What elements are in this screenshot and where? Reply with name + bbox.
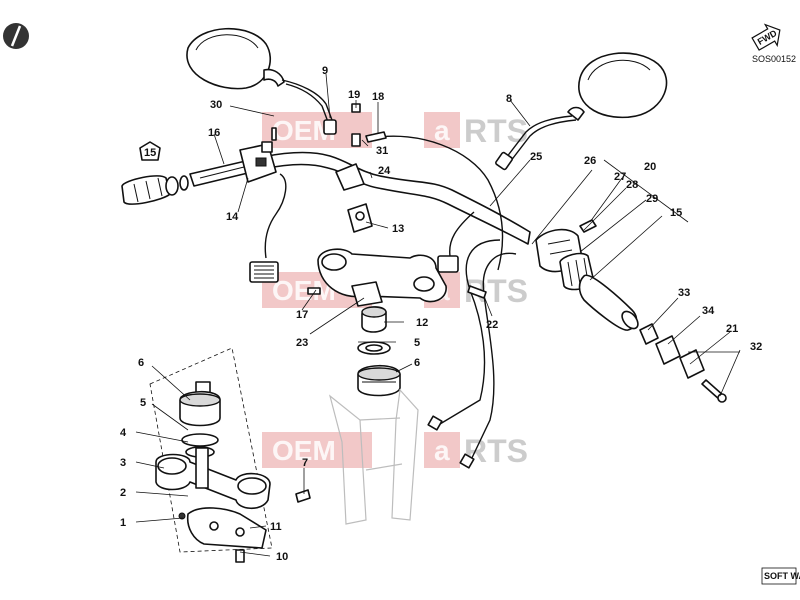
callout-6: 6 (414, 357, 420, 369)
steering-lock-plate (186, 507, 267, 549)
callout-28: 28 (626, 179, 638, 191)
callout-5: 5 (140, 397, 146, 409)
watermark-badge-text: a (434, 435, 450, 466)
softway-logo: SOFT WAY (761, 567, 800, 585)
lower-seal (181, 433, 219, 447)
callout-19: 19 (348, 89, 360, 101)
handlebar-riser-clamp (335, 163, 373, 233)
right-switch-wiring (437, 211, 475, 273)
left-switch-housing (239, 141, 287, 283)
screw (235, 549, 245, 563)
callout-10: 10 (276, 551, 288, 563)
callout-4: 4 (120, 427, 127, 439)
watermark-rts-text: RTS (464, 113, 528, 149)
callout-5: 5 (414, 337, 420, 349)
callout-33: 33 (678, 287, 690, 299)
callout-12: 12 (416, 317, 428, 329)
callout-23: 23 (296, 337, 308, 349)
callout-1: 1 (120, 517, 126, 529)
callout-32: 32 (750, 341, 762, 353)
brand-logo-icon (3, 23, 29, 49)
forward-direction-icon: FWD (751, 23, 781, 51)
callout-34: 34 (702, 305, 715, 317)
watermark-rts-text: RTS (464, 433, 528, 469)
callout-17: 17 (296, 309, 308, 321)
right-mirror (495, 52, 668, 171)
steering-bearing (357, 364, 401, 397)
dust-seal (357, 341, 391, 355)
left-grip (121, 175, 189, 205)
leader-lines (135, 73, 741, 557)
callout-30: 30 (210, 99, 222, 111)
right-grip (578, 274, 639, 331)
watermark-badge-text: a (434, 115, 450, 146)
callout-11: 11 (270, 521, 282, 533)
watermark-bottom: OEM a RTS (262, 432, 528, 469)
callout-15: 15 (670, 207, 682, 219)
bar-end-weight (639, 323, 727, 403)
callout-8: 8 (506, 93, 512, 105)
callout-22: 22 (486, 319, 498, 331)
lower-bearing (179, 381, 221, 427)
left-mirror (186, 27, 337, 135)
callout-3: 3 (120, 457, 126, 469)
callout-21: 21 (726, 323, 738, 335)
callout-27: 27 (614, 171, 626, 183)
callout-31: 31 (376, 145, 388, 157)
callout-13: 13 (392, 223, 404, 235)
callout-20: 20 (644, 161, 656, 173)
steering-damper-mount (361, 306, 387, 333)
callout-numbers: 1 2 3 4 5 5 6 6 7 8 9 10 11 12 13 14 15 … (120, 65, 762, 563)
frame-outline (328, 388, 419, 525)
bolts-upper (271, 103, 597, 503)
callout-18: 18 (372, 91, 384, 103)
softway-label: SOFT WAY (764, 571, 800, 581)
callout-2: 2 (120, 487, 126, 499)
drawing-code: SOS00152 (752, 54, 796, 64)
top-yoke (317, 248, 447, 307)
reference-badge-icon (139, 141, 161, 161)
lower-exploded-group (149, 347, 273, 563)
callout-7: 7 (302, 457, 308, 469)
callout-15: 15 (144, 147, 156, 159)
small-bolt (178, 512, 186, 520)
callout-26: 26 (584, 155, 596, 167)
callout-16: 16 (208, 127, 220, 139)
callout-29: 29 (646, 193, 658, 205)
callout-6: 6 (138, 357, 144, 369)
callout-24: 24 (378, 165, 391, 177)
callout-9: 9 (322, 65, 328, 77)
lower-yoke (155, 447, 271, 510)
callout-25: 25 (530, 151, 542, 163)
callout-14: 14 (226, 211, 239, 223)
watermark-oem-text: OEM (272, 435, 336, 466)
watermark-top: OEM a RTS (262, 112, 528, 149)
